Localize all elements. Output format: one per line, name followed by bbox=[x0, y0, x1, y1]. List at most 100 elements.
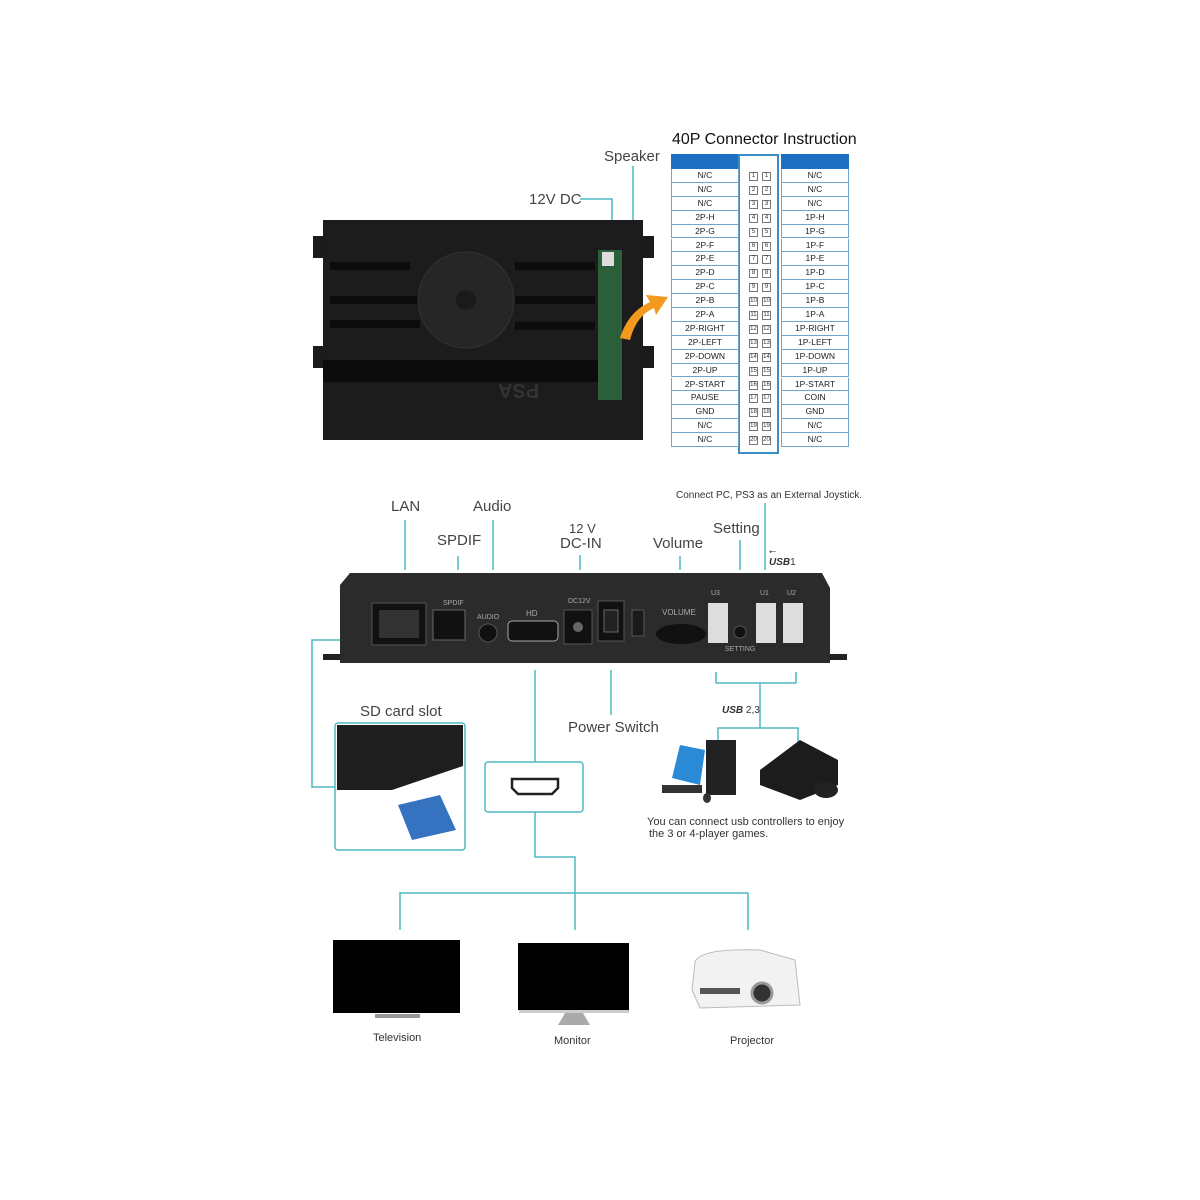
usb23-label: USB 2,3 bbox=[722, 705, 760, 716]
pin-label-right: COIN bbox=[781, 391, 849, 406]
arrow-icon bbox=[620, 295, 668, 340]
dc-in-label-1: 12 V bbox=[569, 521, 596, 536]
pc-image bbox=[662, 740, 736, 803]
pin-number: 10 bbox=[762, 297, 771, 307]
pin-number: 20 bbox=[749, 436, 758, 446]
ps3-image bbox=[760, 740, 838, 800]
projector-label: Projector bbox=[730, 1035, 775, 1047]
pin-number: 17 bbox=[762, 394, 771, 404]
pin-label-left: 2P-B bbox=[671, 294, 739, 308]
psa-board-image bbox=[313, 220, 654, 440]
usb1-num: 1 bbox=[790, 557, 796, 568]
projector-image bbox=[691, 949, 801, 1009]
sd-card-label: SD card slot bbox=[360, 703, 442, 720]
usb-note-line2: the 3 or 4-player games. bbox=[649, 828, 769, 840]
pin-number: 1 bbox=[762, 172, 771, 181]
pin-number: 2 bbox=[762, 185, 771, 195]
dc-label: 12V DC bbox=[529, 191, 582, 208]
panel-volume: VOLUME bbox=[662, 608, 696, 617]
pin-number: 7 bbox=[749, 255, 758, 265]
pin-number: 5 bbox=[762, 227, 771, 237]
pin-number: 20 bbox=[762, 436, 771, 446]
pin-number: 7 bbox=[762, 255, 771, 265]
table-header-right bbox=[781, 154, 849, 169]
audio-label: Audio bbox=[473, 498, 512, 515]
pin-label-right: 1P-F bbox=[781, 238, 849, 253]
pin-label-left: N/C bbox=[671, 419, 739, 434]
usb-note-line1: You can connect usb controllers to enjoy bbox=[647, 816, 845, 828]
pin-label-left: 2P-UP bbox=[671, 363, 739, 378]
pin-label-right: 1P-LEFT bbox=[781, 335, 849, 350]
pin-label-left: 2P-LEFT bbox=[671, 335, 739, 350]
pin-label-left: 2P-START bbox=[671, 377, 739, 392]
usb1-label: USB1 bbox=[769, 557, 796, 568]
connector-title: 40P Connector Instruction bbox=[672, 131, 857, 148]
pin-label-right: 1P-E bbox=[781, 252, 849, 267]
usb23-num: 2,3 bbox=[745, 705, 760, 716]
dc-in-label-2: DC-IN bbox=[560, 535, 602, 552]
television-label: Television bbox=[373, 1032, 422, 1044]
panel-u2: U2 bbox=[787, 590, 796, 597]
psa-logo: PSA bbox=[498, 379, 540, 401]
pin-number: 10 bbox=[749, 297, 758, 307]
pin-label-left: 2P-A bbox=[671, 308, 739, 322]
power-switch-label: Power Switch bbox=[568, 719, 659, 736]
pin-number: 17 bbox=[749, 394, 758, 404]
pin-label-left: 2P-H bbox=[671, 210, 739, 225]
pin-number: 9 bbox=[762, 283, 771, 293]
sd-card-icon bbox=[398, 795, 456, 840]
pin-label-left: 2P-E bbox=[671, 252, 739, 267]
pin-number: 13 bbox=[749, 338, 758, 348]
volume-label: Volume bbox=[653, 535, 704, 552]
panel-u3: U3 bbox=[711, 590, 720, 597]
speaker-label: Speaker bbox=[604, 148, 660, 165]
pin-label-left: GND bbox=[671, 405, 739, 420]
pin-number: 4 bbox=[749, 213, 758, 223]
pin-label-right: N/C bbox=[781, 182, 849, 197]
pin-number: 18 bbox=[749, 408, 758, 418]
pin-number: 19 bbox=[762, 422, 771, 432]
pin-number: 9 bbox=[749, 283, 758, 293]
pin-number: 1 bbox=[749, 172, 758, 181]
pin-number: 14 bbox=[749, 352, 758, 362]
pin-number: 8 bbox=[762, 269, 771, 279]
pin-label-right: GND bbox=[781, 405, 849, 420]
usb23-text: USB bbox=[722, 705, 744, 716]
setting-label: Setting bbox=[713, 520, 760, 537]
pin-number: 12 bbox=[762, 324, 771, 334]
pin-number: 18 bbox=[762, 408, 771, 418]
pin-label-left: N/C bbox=[671, 182, 739, 197]
pin-label-right: 1P-D bbox=[781, 266, 849, 281]
pin-number: 3 bbox=[749, 199, 758, 209]
panel-dc12v: DC12V bbox=[568, 598, 591, 605]
monitor-image bbox=[518, 943, 629, 1025]
pin-label-left: 2P-C bbox=[671, 280, 739, 295]
pin-label-left: 2P-G bbox=[671, 224, 739, 239]
pin-label-right: 1P-START bbox=[781, 377, 849, 392]
pin-number: 15 bbox=[749, 366, 758, 376]
pin-number: 15 bbox=[762, 366, 771, 376]
television-image bbox=[333, 940, 460, 1018]
table-header-left bbox=[671, 154, 739, 169]
pin-number: 16 bbox=[749, 380, 758, 390]
pin-label-left: N/C bbox=[671, 169, 739, 183]
usb-icon: ⭠ bbox=[769, 546, 777, 556]
panel-audio: AUDIO bbox=[477, 614, 500, 621]
pin-number: 16 bbox=[762, 380, 771, 390]
spdif-label: SPDIF bbox=[437, 532, 482, 549]
pin-label-left: 2P-D bbox=[671, 266, 739, 281]
pin-label-right: 1P-DOWN bbox=[781, 349, 849, 364]
pin-label-right: 1P-G bbox=[781, 224, 849, 239]
external-joystick-note: Connect PC, PS3 as an External Joystick. bbox=[676, 490, 863, 501]
panel-setting: SETTING bbox=[725, 646, 756, 653]
pin-number: 11 bbox=[749, 311, 758, 320]
pin-header bbox=[738, 154, 779, 454]
panel-hd: HD bbox=[526, 609, 538, 618]
pin-label-right: 1P-H bbox=[781, 210, 849, 225]
pin-label-left: 2P-F bbox=[671, 238, 739, 253]
pin-label-right: N/C bbox=[781, 196, 849, 211]
monitor-label: Monitor bbox=[554, 1035, 591, 1047]
pin-label-right: 1P-C bbox=[781, 280, 849, 295]
